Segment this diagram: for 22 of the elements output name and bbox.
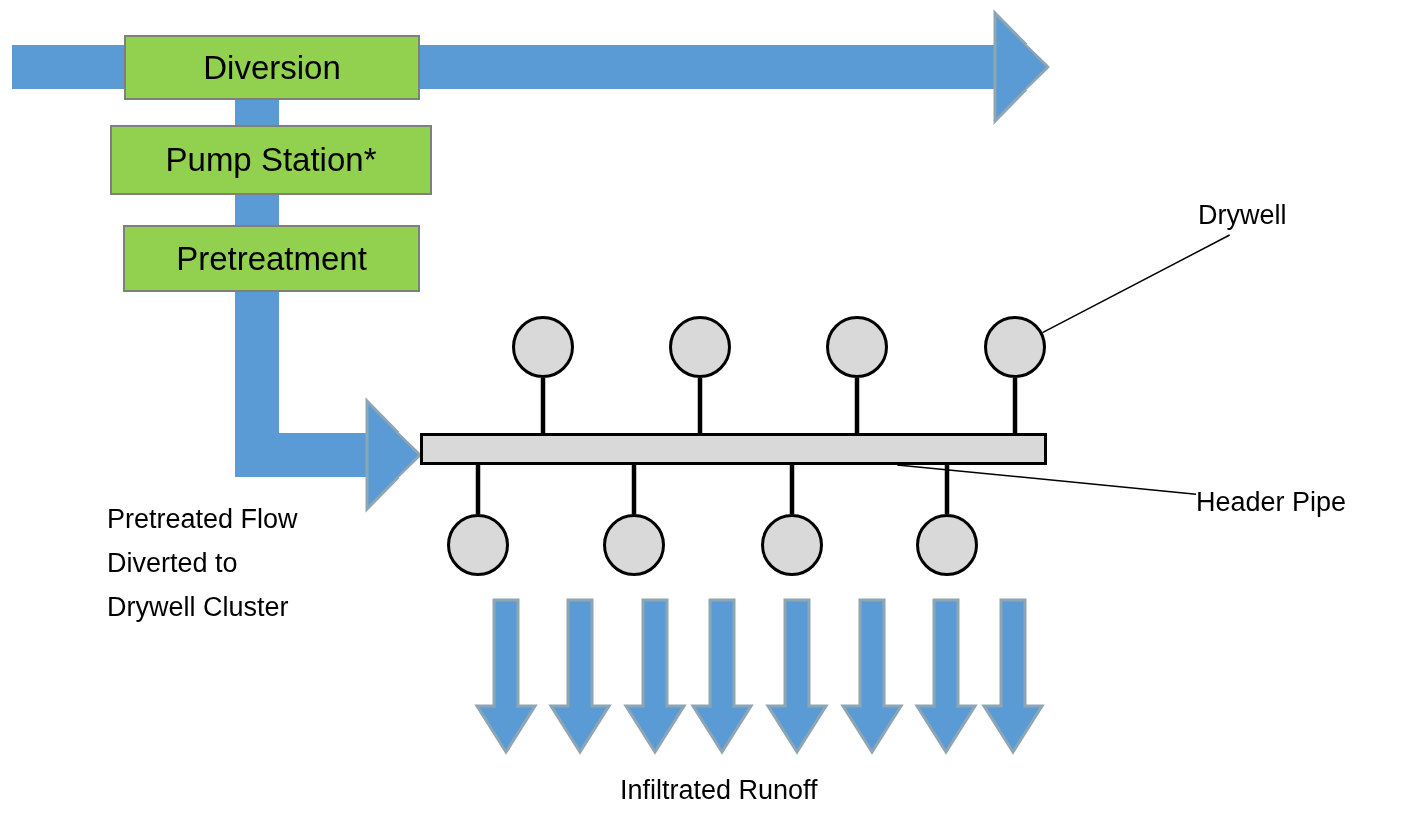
flow-arrow: [235, 292, 422, 511]
pipe-connector: [1012, 378, 1018, 433]
box-label: Pretreatment: [176, 239, 367, 278]
pipe-connector: [697, 378, 703, 433]
leader-line: [1041, 234, 1231, 334]
process-box: [110, 125, 432, 195]
process-box: [123, 225, 420, 292]
pipe-connector: [475, 465, 481, 514]
callout-label: Header Pipe: [1196, 486, 1347, 518]
pipe-connector: [789, 465, 795, 514]
flow-arrow: [420, 11, 1050, 123]
pipe-connector: [540, 378, 546, 433]
callout-label: Drywell: [1198, 199, 1287, 231]
process-box: [124, 35, 420, 100]
pipe-connector: [854, 378, 860, 433]
caption-text: Pretreated Flow Diverted to Drywell Cluster: [107, 503, 299, 624]
caption-text: Infiltrated Runoff: [620, 774, 819, 807]
box-label: Pump Station*: [165, 141, 377, 179]
pipe-connector: [631, 465, 637, 514]
pipe-connector: [944, 465, 950, 514]
box-label: Diversion: [203, 48, 341, 87]
header-pipe: [420, 433, 1047, 465]
